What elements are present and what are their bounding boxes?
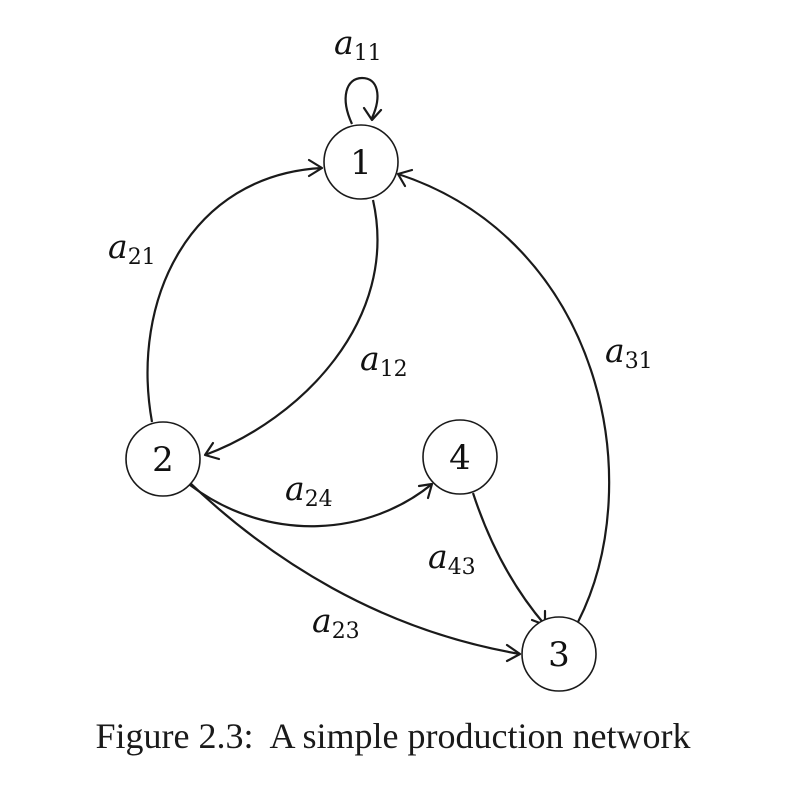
- figure-caption: Figure 2.3: A simple production network: [95, 716, 691, 756]
- node-3: 3: [521, 616, 597, 692]
- node-4: 4: [422, 419, 498, 495]
- node-3-label: 3: [548, 635, 570, 675]
- edge-a12-arrowhead: [203, 441, 221, 461]
- node-2: 2: [125, 421, 201, 497]
- node-1: 1: [323, 124, 399, 200]
- node-2-label: 2: [152, 440, 174, 480]
- edge-a11: [344, 76, 379, 125]
- label-a43: a43: [428, 537, 476, 580]
- edge-a24: [189, 483, 433, 528]
- edge-a31-arrowhead: [396, 168, 414, 188]
- edge-a24-arrowhead: [417, 482, 434, 500]
- edge-a11-arrowhead: [362, 106, 383, 122]
- label-a12: a12: [360, 339, 408, 382]
- edge-a23: [186, 479, 521, 656]
- edge-a23-arrowhead: [505, 643, 522, 663]
- production-network-diagram: 1 2 4 3 a11 a21 a12 a31 a24 a43 a23: [108, 23, 653, 692]
- label-a11: a11: [334, 23, 382, 66]
- edge-a31: [397, 172, 611, 623]
- edge-a21-arrowhead: [307, 158, 324, 178]
- label-a24: a24: [285, 469, 333, 512]
- label-a31: a31: [605, 331, 653, 374]
- node-4-label: 4: [449, 438, 471, 478]
- edge-a43: [471, 492, 546, 626]
- edge-a12: [204, 199, 379, 457]
- edge-a21: [146, 166, 323, 423]
- label-a23: a23: [312, 601, 360, 644]
- node-1-label: 1: [350, 143, 372, 183]
- label-a21: a21: [108, 227, 156, 270]
